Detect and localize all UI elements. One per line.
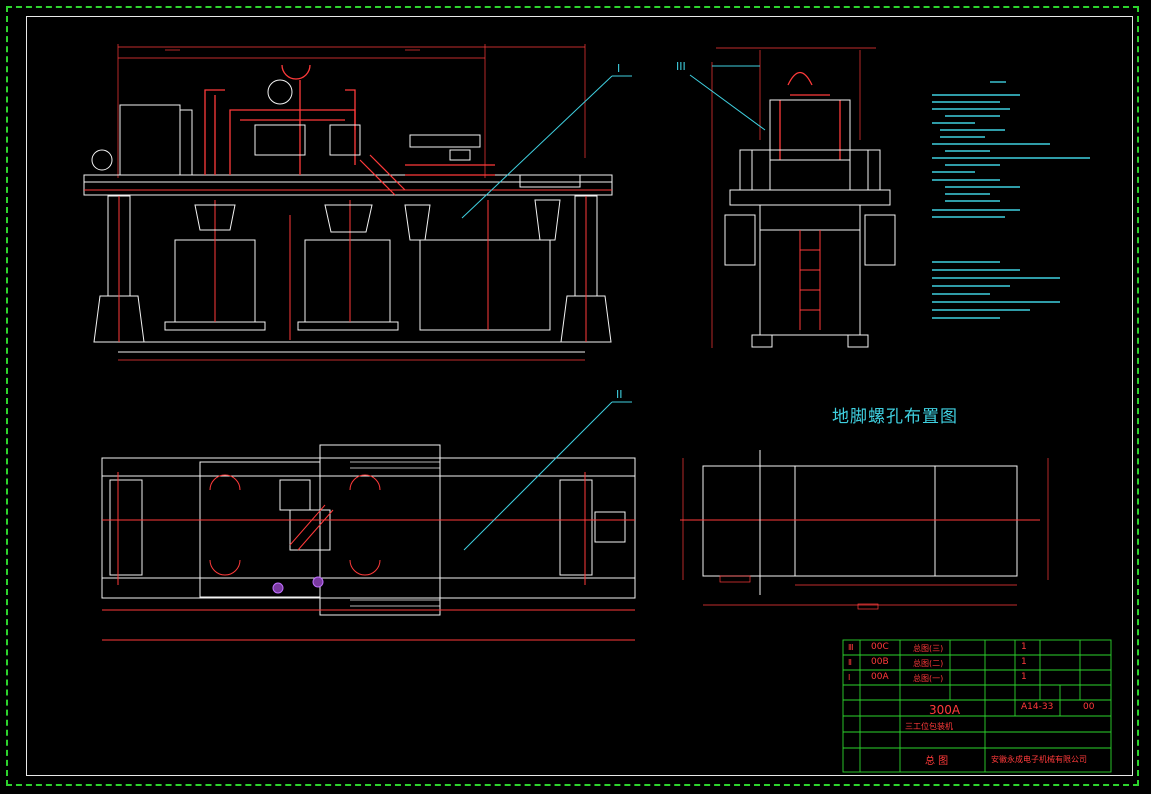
row-name-3: 总图(三) bbox=[913, 644, 944, 653]
row-index-3: Ⅲ bbox=[848, 643, 854, 652]
view-label-2: II bbox=[616, 388, 623, 401]
view-label-3: III bbox=[676, 60, 686, 73]
row-code-2: 00B bbox=[871, 657, 889, 667]
row-name-1: 总图(一) bbox=[913, 674, 944, 683]
model-number: 300A bbox=[929, 703, 961, 717]
title-block-grid bbox=[842, 639, 1112, 773]
title-block: Ⅲ 00C 总图(三) 1 Ⅱ 00B 总图(二) 1 Ⅰ 00A 总图(一) … bbox=[843, 640, 1111, 772]
technical-notes bbox=[932, 81, 1090, 319]
row-code-3: 00C bbox=[871, 642, 889, 652]
side-view bbox=[689, 47, 896, 348]
bolt-layout-title: 地脚螺孔布置图 bbox=[832, 407, 958, 427]
view-label-1: I bbox=[617, 62, 621, 75]
row-name-2: 总图(二) bbox=[913, 659, 944, 668]
row-qty-2: 1 bbox=[1021, 657, 1027, 667]
drawing-number: A14-33 bbox=[1021, 702, 1054, 712]
row-index-2: Ⅱ bbox=[848, 658, 852, 667]
row-qty-1: 1 bbox=[1021, 672, 1027, 682]
product-name: 三工位包装机 bbox=[905, 722, 953, 731]
outer-dashed-frame bbox=[6, 6, 1139, 786]
sheet-number: 00 bbox=[1083, 702, 1095, 712]
row-code-1: 00A bbox=[871, 672, 889, 682]
row-qty-3: 1 bbox=[1021, 642, 1027, 652]
drawing-type: 总 图 bbox=[925, 756, 949, 767]
drawing-border bbox=[26, 16, 1133, 776]
row-index-1: Ⅰ bbox=[848, 673, 851, 682]
plan-view bbox=[101, 401, 636, 641]
bolt-layout-view bbox=[680, 450, 1049, 610]
company-name: 安徽永成电子机械有限公司 bbox=[991, 755, 1087, 764]
front-view bbox=[83, 44, 632, 361]
